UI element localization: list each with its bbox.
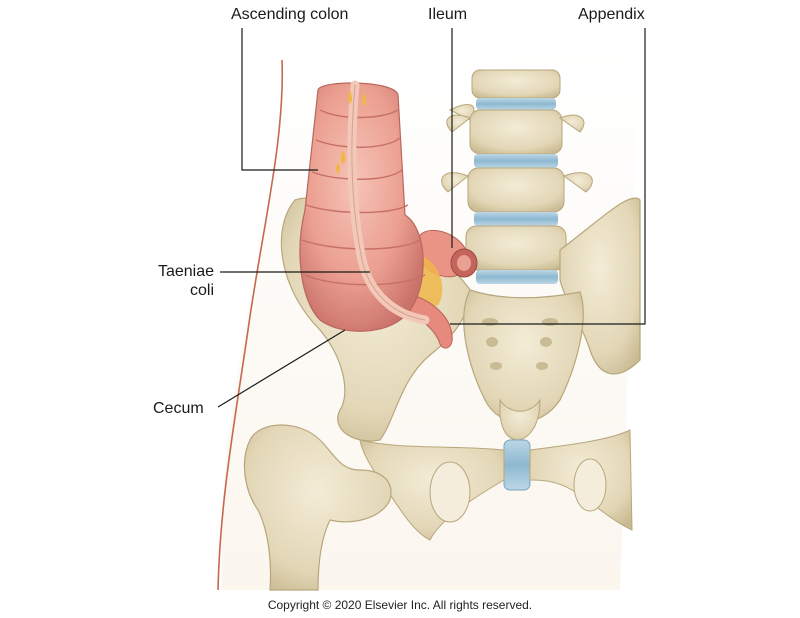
label-taeniae-coli: Taeniae coli — [146, 262, 214, 300]
copyright-notice: Copyright © 2020 Elsevier Inc. All right… — [267, 598, 533, 612]
lumbar-spine — [441, 69, 593, 284]
obturator-foramen — [429, 461, 471, 523]
label-ascending-colon: Ascending colon — [231, 6, 349, 23]
label-taeniae-line2: coli — [189, 282, 214, 299]
pubic-symphysis — [503, 439, 531, 491]
leader-cecum — [217, 329, 346, 408]
leader-lines — [217, 28, 646, 408]
label-cecum: Cecum — [153, 400, 204, 417]
label-ileum: Ileum — [428, 6, 468, 23]
skin-outline — [217, 59, 284, 591]
femur — [243, 424, 392, 591]
ascending-colon — [299, 80, 430, 332]
label-appendix: Appendix — [578, 6, 645, 23]
label-taeniae-line1: Taeniae — [157, 263, 214, 280]
coccyx — [499, 398, 541, 441]
leader-appendix — [450, 28, 646, 325]
leader-ascending-colon — [241, 28, 318, 171]
